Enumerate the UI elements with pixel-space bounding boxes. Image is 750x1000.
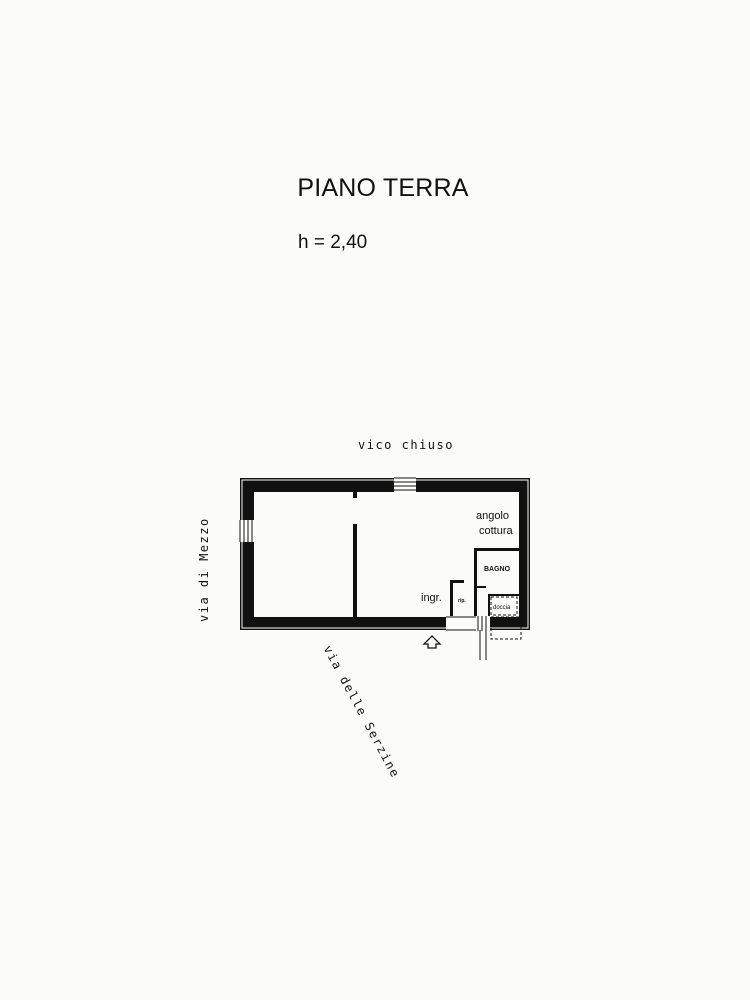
room-label-doccia: doccia	[493, 605, 511, 611]
shower-left-wall	[488, 594, 490, 617]
page-title: PIANO TERRA	[297, 174, 469, 202]
shower-top-wall	[488, 594, 519, 596]
room-label-ingresso: ingr.	[421, 592, 442, 604]
room-label-angolo: angolo	[476, 510, 509, 522]
room-label-cottura: cottura	[479, 525, 514, 537]
closet-right-wall	[474, 600, 477, 617]
kitchen-bath-wall	[474, 548, 520, 551]
room-label-ripostiglio: rip.	[458, 598, 466, 604]
shower-tray	[490, 596, 518, 616]
closet-wall	[450, 580, 453, 617]
entrance-arrow-icon	[422, 635, 442, 649]
outer-wall-inner-line	[241, 479, 529, 629]
street-label-vico-chiuso: vico chiuso	[358, 438, 454, 452]
ceiling-height-label: h = 2,40	[298, 232, 368, 253]
closet-top-wall	[450, 580, 464, 583]
shower-extension	[490, 616, 522, 640]
entrance-opening	[446, 616, 476, 631]
bath-left-wall	[474, 548, 477, 604]
left-window	[238, 520, 256, 542]
bottom-window	[476, 616, 490, 660]
interior-partition	[353, 524, 357, 618]
bath-bottom-wall	[474, 586, 486, 588]
room-label-bagno: BAGNO	[484, 566, 511, 573]
outer-wall	[240, 478, 530, 630]
top-wall-stub	[353, 492, 357, 498]
top-window	[394, 476, 416, 494]
